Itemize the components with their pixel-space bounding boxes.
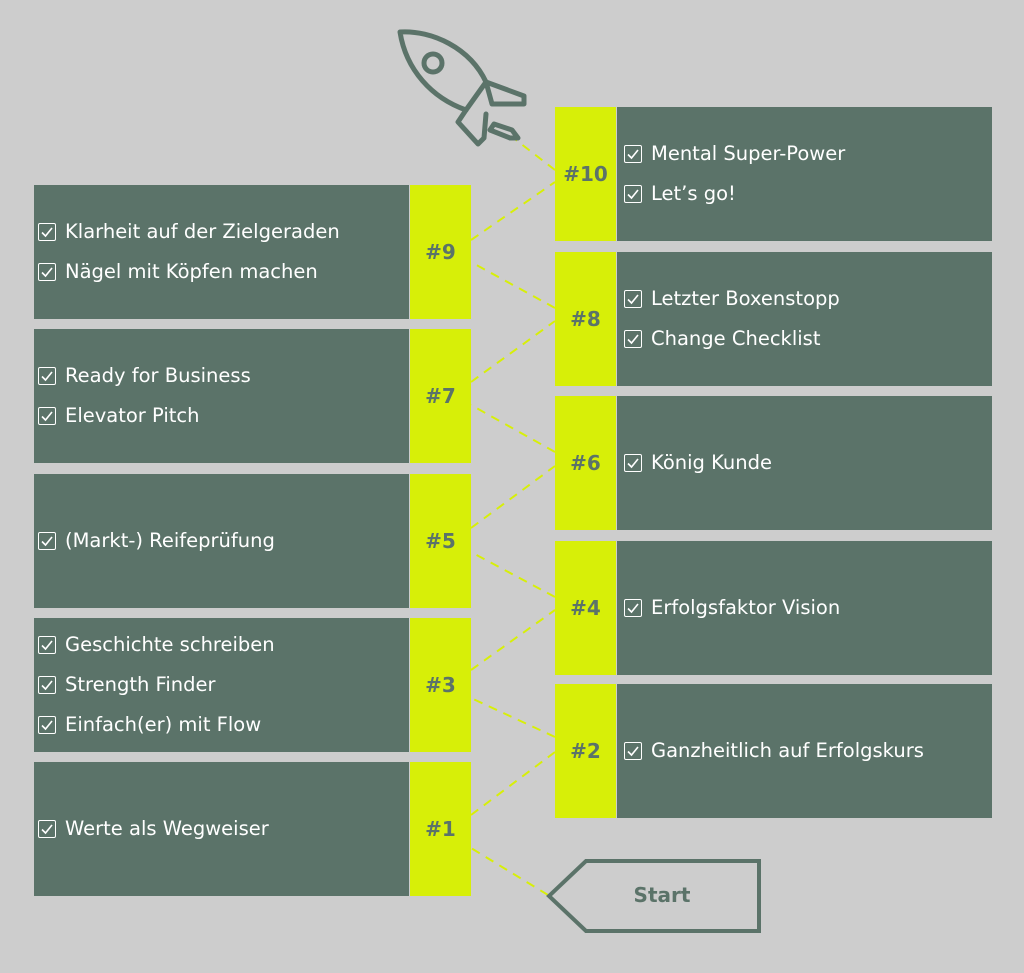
step-3-item-3: Einfach(er) mit Flow [38,705,409,745]
step-2-item: Ganzheitlich auf Erfolgskurs [624,731,992,771]
connector-2-3 [470,697,556,738]
step-2-tab: #2 [555,684,616,818]
checkbox-icon [624,599,642,617]
checkbox-icon [38,820,56,838]
step-6-item: König Kunde [624,443,992,483]
checkbox-icon [624,742,642,760]
step-3-label: #3 [425,673,456,697]
step-8-item-1: Letzter Boxenstopp [624,279,992,319]
step-7-panel: Ready for Business Elevator Pitch [34,329,409,463]
step-10-item-1: Mental Super-Power [624,134,992,174]
step-10-item-2: Let’s go! [624,174,992,214]
checkbox-icon [624,290,642,308]
step-9-panel: Klarheit auf der Zielgeraden Nägel mit K… [34,185,409,319]
step-9-item-2: Nägel mit Köpfen machen [38,252,409,292]
step-4-label: #4 [570,596,601,620]
start-label: Start [633,883,691,907]
step-8-item-2: Change Checklist [624,319,992,359]
step-7-label: #7 [425,384,456,408]
checkbox-icon [38,716,56,734]
checkbox-icon [38,676,56,694]
connector-10-rocket [515,139,556,171]
checkbox-icon [38,407,56,425]
step-10-label: #10 [563,162,608,186]
step-9-label: #9 [425,240,456,264]
step-10-panel: Mental Super-Power Let’s go! [617,107,992,241]
step-2-panel: Ganzheitlich auf Erfolgskurs [617,684,992,818]
step-8-label: #8 [570,307,601,331]
step-2-label: #2 [570,739,601,763]
connector-start-1 [470,847,549,896]
step-6-label: #6 [570,451,601,475]
connector-3-4 [470,609,556,671]
step-6-panel: König Kunde [617,396,992,530]
step-5-label: #5 [425,529,456,553]
step-5-tab: #5 [410,474,471,608]
connector-5-6 [470,465,556,529]
step-1-item: Werte als Wegweiser [38,809,409,849]
checkbox-icon [624,330,642,348]
step-1-panel: Werte als Wegweiser [34,762,409,896]
connector-7-8 [470,320,556,383]
connector-8-9 [470,261,556,309]
step-3-item-2: Strength Finder [38,665,409,705]
step-9-item-1: Klarheit auf der Zielgeraden [38,212,409,252]
checkbox-icon [38,367,56,385]
step-7-tab: #7 [410,329,471,463]
start-arrow-icon [546,859,761,933]
step-5-item: (Markt-) Reifeprüfung [38,521,409,561]
step-9-tab: #9 [410,185,471,319]
connector-9-10 [470,181,556,241]
step-4-item: Erfolgsfaktor Vision [624,588,992,628]
checkbox-icon [624,145,642,163]
connector-4-5 [470,551,556,598]
step-5-panel: (Markt-) Reifeprüfung [34,474,409,608]
checkbox-icon [624,454,642,472]
step-3-panel: Geschichte schreiben Strength Finder Ein… [34,618,409,752]
step-10-tab: #10 [555,107,616,241]
step-7-item-2: Elevator Pitch [38,396,409,436]
step-6-tab: #6 [555,396,616,530]
checkbox-icon [38,532,56,550]
rocket-icon [397,29,527,147]
step-8-panel: Letzter Boxenstopp Change Checklist [617,252,992,386]
checkbox-icon [624,185,642,203]
step-4-tab: #4 [555,541,616,675]
step-7-item-1: Ready for Business [38,356,409,396]
connector-1-2 [470,751,556,816]
step-1-tab: #1 [410,762,471,896]
step-8-tab: #8 [555,252,616,386]
step-3-tab: #3 [410,618,471,752]
checkbox-icon [38,223,56,241]
checkbox-icon [38,636,56,654]
checkbox-icon [38,263,56,281]
step-4-panel: Erfolgsfaktor Vision [617,541,992,675]
connector-6-7 [470,404,556,453]
step-3-item-1: Geschichte schreiben [38,625,409,665]
step-1-label: #1 [425,817,456,841]
